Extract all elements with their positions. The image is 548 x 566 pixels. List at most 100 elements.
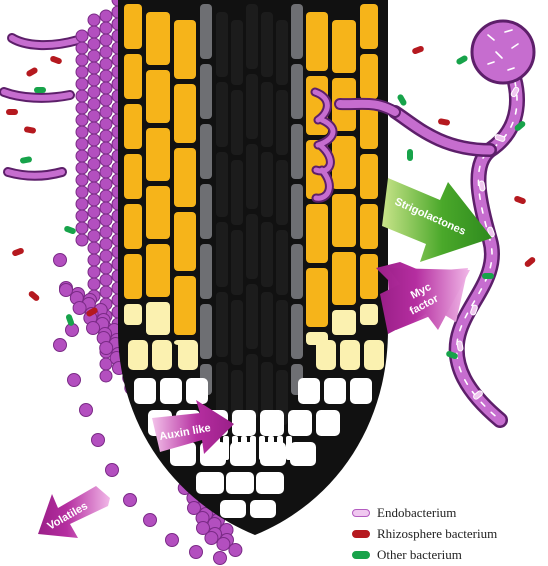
border-cell [80,404,93,417]
root-cap-cell [316,410,340,436]
border-cell [88,206,100,218]
root-cell [146,302,170,335]
root-cell [261,292,273,357]
border-cell [68,374,81,387]
fungal-spore [472,21,534,83]
quiescent-cell [232,436,238,460]
border-cell [88,266,100,278]
root-cell [360,4,378,49]
border-cell [229,544,242,557]
border-cell [100,342,113,355]
root-cell [216,12,228,77]
root-cell [216,292,228,357]
border-cell [88,62,100,74]
border-cell [100,238,112,250]
quiescent-cell [241,436,247,460]
root-cell [291,184,303,239]
root-cell [146,186,170,239]
root-cap-cell [256,472,284,494]
root-cell [276,230,288,295]
legend-item-endobacterium: Endobacterium [352,502,542,523]
root-cell [261,12,273,77]
root-cell [261,82,273,147]
border-cell [88,26,100,38]
root-cell [124,254,142,299]
border-cell [100,178,112,190]
root-cap-cell [324,378,346,404]
root-cell [276,90,288,155]
bacterium [438,118,451,126]
root-cell [306,268,328,327]
root-cell [231,90,243,155]
border-cell [214,552,227,565]
border-cell [87,322,100,335]
border-cell [76,102,88,114]
border-cell [88,278,100,290]
border-cell [88,254,100,266]
border-cell [88,122,100,134]
root-cell [246,354,258,419]
border-cell [76,90,88,102]
border-cell [88,158,100,170]
root-cell [246,214,258,279]
border-cell [100,202,112,214]
border-cell [124,494,137,507]
legend-label: Other bacterium [377,547,462,563]
bacterium [34,87,46,93]
border-cell [73,302,86,315]
border-cell [88,146,100,158]
root-cell [246,4,258,69]
border-cell [190,546,203,559]
root-cell [124,304,142,325]
root-cell [291,304,303,359]
root-cell [360,54,378,99]
root-cap-cell [186,378,208,404]
border-cell [54,254,67,267]
border-cell [76,186,88,198]
border-cell [100,226,112,238]
border-cell [76,234,88,246]
border-cell [76,138,88,150]
border-cell [100,10,112,22]
root-cell [231,160,243,225]
root-cell [291,64,303,119]
root-cell [291,124,303,179]
root-cap-cell [290,442,316,466]
border-cell [88,134,100,146]
root-cell [332,194,356,247]
border-cell [76,54,88,66]
border-cell [76,42,88,54]
root-cell [216,222,228,287]
border-cell [88,110,100,122]
border-cell [88,38,100,50]
bacterium [523,256,536,268]
root-cell [146,128,170,181]
root-cell [124,204,142,249]
root-cap-cell [316,340,336,370]
root-cell [200,244,212,299]
root-cap-cell [250,500,276,518]
root [118,0,388,535]
root-cell [124,4,142,49]
border-cell [100,262,112,274]
root-cell [360,304,378,325]
root-cell [360,204,378,249]
border-cell [88,230,100,242]
border-cell [88,242,100,254]
legend-item-rhizosphere-bacterium: Rhizosphere bacterium [352,523,542,544]
border-cell [76,150,88,162]
border-cell [100,46,112,58]
root-cell [276,160,288,225]
root-cell [261,222,273,287]
root-cap-cell [128,340,148,370]
root-cap-cell [152,340,172,370]
bacterium [49,55,62,65]
bacterium [27,290,40,302]
root-cell [231,20,243,85]
root-cell [200,124,212,179]
root-cap-cell [260,410,284,436]
border-cell [76,174,88,186]
root-cell [276,20,288,85]
root-cap-cell [364,340,384,370]
